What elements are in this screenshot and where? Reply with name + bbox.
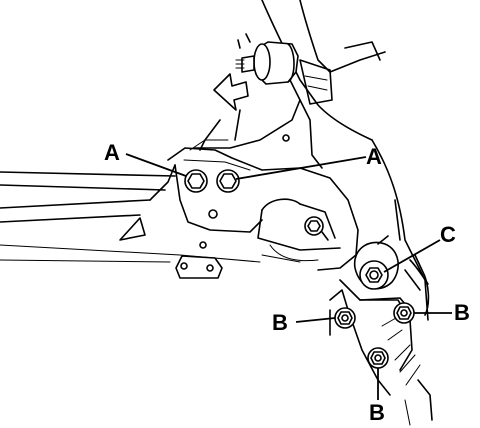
- leader-lines: [125, 153, 452, 400]
- frame-rail: [0, 171, 261, 263]
- direction-arrow-icon: [213, 73, 249, 111]
- callout-a-right: A: [366, 144, 382, 169]
- bolt-b-left: [334, 307, 356, 329]
- subframe-bracket: [149, 139, 359, 271]
- callout-b-left: B: [272, 310, 288, 335]
- center-bolt: [304, 216, 329, 241]
- bolt-a-left: [184, 169, 208, 193]
- bolt-c: [353, 235, 399, 290]
- callout-b-bottom: B: [369, 400, 385, 425]
- callout-b-right: B: [454, 300, 470, 325]
- upper-mount-bushing: [235, 33, 299, 85]
- callout-c: C: [440, 222, 456, 247]
- lower-tab-bracket: [175, 255, 223, 279]
- bolt-b-right: [393, 302, 415, 324]
- bolt-b-bottom: [367, 347, 389, 369]
- knuckle-assembly: [329, 139, 433, 426]
- bolt-a-right: [216, 169, 240, 193]
- callout-a-left: A: [104, 140, 120, 165]
